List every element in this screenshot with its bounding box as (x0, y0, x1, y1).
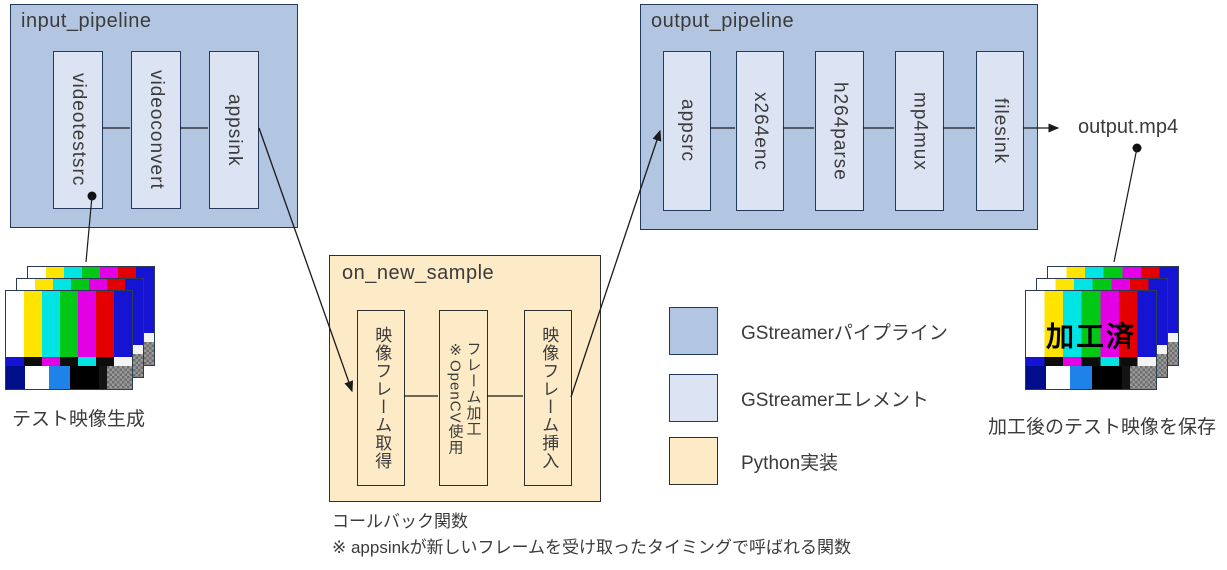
step-frame-process-note: ※OpenCV使用 (446, 340, 464, 456)
legend-label-element: GStreamerエレメント (741, 389, 929, 411)
element-videoconvert: videoconvert (131, 51, 181, 209)
smpte-castellation-row (1026, 356, 1156, 367)
smpte-bottom-row (6, 366, 132, 389)
smpte-test-frame-processed: 加工済 (1025, 290, 1157, 390)
legend-row-element: GStreamerエレメント (669, 374, 929, 422)
element-mp4mux-label: mp4mux (909, 91, 931, 171)
step-frame-process-main: フレーム加工 (464, 340, 482, 437)
test-video-stack-source (5, 266, 155, 392)
output-pipeline-title: output_pipeline (651, 10, 795, 32)
element-appsink: appsink (209, 51, 259, 209)
callback-function-box: on_new_sample 映像フレーム取得 フレーム加工 ※OpenCV使用 … (329, 255, 601, 502)
element-videotestsrc-label: videotestsrc (68, 73, 89, 187)
element-filesink-label: filesink (990, 97, 1011, 165)
step-frame-insert-label: 映像フレーム挿入 (539, 326, 559, 470)
legend-label-python: Python実装 (741, 452, 839, 474)
element-mp4mux: mp4mux (895, 51, 944, 211)
element-h264parse-label: h264parse (829, 81, 851, 181)
legend-swatch-element (669, 374, 718, 422)
callout-line-outputfile (1113, 147, 1138, 263)
callback-footnote-line2: ※ appsinkが新しいフレームを受け取ったタイミングで呼ばれる関数 (332, 538, 852, 557)
element-x264enc: x264enc (736, 51, 784, 211)
test-video-stack-processed: 加工済 (1025, 266, 1181, 392)
processed-stamp: 加工済 (1045, 321, 1136, 352)
step-frame-process: フレーム加工 ※OpenCV使用 (439, 310, 488, 486)
legend-swatch-python (669, 437, 718, 485)
input-pipeline-title: input_pipeline (21, 10, 152, 32)
callback-title: on_new_sample (342, 262, 495, 284)
element-appsrc-label: appsrc (677, 99, 698, 163)
input-pipeline-box: input_pipeline videotestsrc videoconvert… (10, 4, 298, 228)
element-videotestsrc: videotestsrc (53, 51, 103, 209)
step-frame-get-label: 映像フレーム取得 (372, 326, 392, 470)
element-appsrc: appsrc (663, 51, 711, 211)
callout-dot-outputfile (1132, 143, 1142, 153)
smpte-castellation-row (6, 356, 132, 367)
callback-footnote-line1: コールバック関数 (332, 512, 468, 531)
legend-label-pipeline: GStreamerパイプライン (741, 322, 948, 344)
smpte-color-bars (6, 291, 132, 357)
element-videoconvert-label: videoconvert (146, 70, 167, 190)
element-appsink-label: appsink (224, 93, 245, 167)
element-h264parse: h264parse (815, 51, 864, 211)
smpte-bottom-row (1026, 366, 1156, 389)
step-frame-get: 映像フレーム取得 (357, 310, 405, 486)
saved-caption: 加工後のテスト映像を保存 (988, 417, 1217, 438)
smpte-color-bars (1026, 291, 1156, 357)
step-frame-process-label: フレーム加工 ※OpenCV使用 (446, 341, 482, 456)
element-filesink: filesink (976, 51, 1024, 211)
step-frame-insert: 映像フレーム挿入 (524, 310, 572, 486)
smpte-test-frame (5, 290, 133, 390)
output-pipeline-box: output_pipeline appsrc x264enc h264parse… (640, 4, 1038, 230)
output-file-label: output.mp4 (1078, 116, 1179, 138)
callback-footnote: コールバック関数 ※ appsinkが新しいフレームを受け取ったタイミングで呼ば… (332, 509, 851, 561)
source-caption: テスト映像生成 (12, 409, 146, 430)
element-x264enc-label: x264enc (750, 91, 771, 171)
legend-row-pipeline: GStreamerパイプライン (669, 307, 948, 355)
legend-swatch-pipeline (669, 307, 718, 355)
legend-row-python: Python実装 (669, 437, 838, 485)
